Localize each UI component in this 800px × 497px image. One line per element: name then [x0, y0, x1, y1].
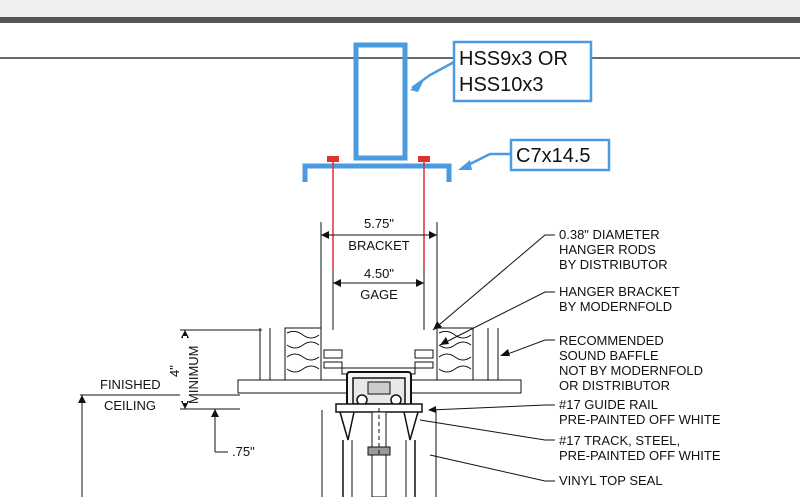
hss-callout-box	[452, 40, 593, 103]
hss-callout-line1: HSS9x3 OR	[459, 48, 568, 70]
c-channel-section	[302, 163, 452, 182]
sound-baffle-left	[259, 327, 322, 381]
note-rods-line1: 0.38" DIAMETER	[559, 227, 660, 242]
bracket-dim-value: 5.75"	[364, 216, 394, 231]
note-leaders	[419, 234, 555, 482]
bracket-washer-left	[323, 361, 343, 369]
gage-dim-value: 4.50"	[364, 266, 394, 281]
minimum-text-gap	[183, 336, 187, 403]
sound-baffle-right	[436, 327, 499, 381]
finished-ceiling-label-1: FINISHED	[100, 377, 161, 392]
note-bracket-line2: BY MODERNFOLD	[559, 299, 672, 314]
note-rail-line2: PRE-PAINTED OFF WHITE	[559, 412, 721, 427]
note-baffle-line3: NOT BY MODERNFOLD	[559, 363, 703, 378]
note-arrow-1	[433, 321, 442, 330]
rod-nut-left	[327, 156, 339, 162]
channel-leader	[461, 152, 513, 170]
hss-leader-arrow	[410, 80, 424, 92]
gap-value: .75"	[232, 444, 255, 459]
track-assembly	[321, 371, 437, 497]
gage-dim-label: GAGE	[360, 287, 398, 302]
note-track-line2: PRE-PAINTED OFF WHITE	[559, 448, 721, 463]
hss-tube-section	[353, 42, 408, 161]
minimum-label: MINIMUM	[186, 346, 201, 405]
gage-arrow-right	[416, 279, 424, 287]
bracket-nut-left	[323, 349, 343, 359]
note-arrow-2	[440, 337, 449, 345]
note-baffle-line4: OR DISTRIBUTOR	[559, 378, 670, 393]
bracket-washer-right	[414, 361, 434, 369]
hss-leader	[411, 59, 457, 90]
note-arrow-4	[428, 406, 436, 413]
bracket-arrow-right	[429, 231, 437, 239]
gap-arrow	[211, 409, 219, 417]
bracket-arrow-left	[321, 231, 329, 239]
viewer-separator	[0, 17, 800, 23]
rod-nut-right	[418, 156, 430, 162]
note-rods-line2: HANGER RODS	[559, 242, 656, 257]
bracket-dim-label: BRACKET	[348, 238, 409, 253]
channel-leader-arrow	[458, 160, 472, 170]
note-baffle-line2: SOUND BAFFLE	[559, 348, 659, 363]
bracket-nut-right	[414, 349, 434, 359]
finished-ceiling-arrow	[78, 395, 86, 403]
channel-callout-box	[509, 138, 611, 172]
note-track-line1: #17 TRACK, STEEL,	[559, 433, 680, 448]
note-rods-line3: BY DISTRIBUTOR	[559, 257, 668, 272]
finished-ceiling-label-2: CEILING	[104, 398, 156, 413]
note-baffle-line1: RECOMMENDED	[559, 333, 664, 348]
note-bracket-line1: HANGER BRACKET	[559, 284, 680, 299]
note-rail-line1: #17 GUIDE RAIL	[559, 397, 658, 412]
note-arrow-3	[500, 349, 510, 356]
channel-callout-text: C7x14.5	[516, 145, 591, 167]
gage-arrow-left	[333, 279, 341, 287]
hss-callout-line2: HSS10x3	[459, 74, 544, 96]
minimum-value: 4"	[167, 365, 182, 377]
note-seal-line1: VINYL TOP SEAL	[559, 473, 663, 488]
